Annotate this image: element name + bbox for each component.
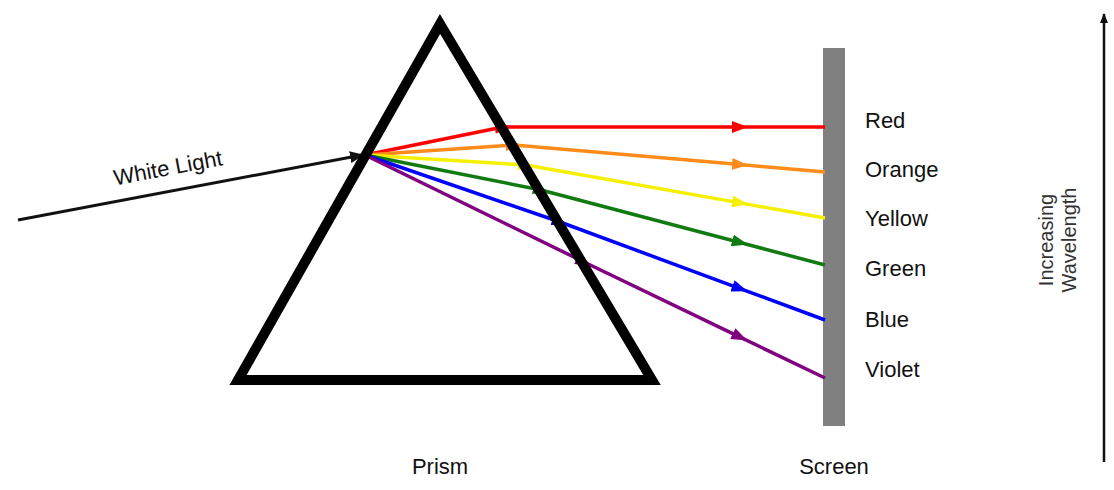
part-label: Screen <box>799 454 869 479</box>
screen <box>823 48 845 426</box>
color-label: Orange <box>865 157 938 182</box>
prism <box>238 24 652 380</box>
wavelength-arrow <box>1103 14 1106 462</box>
color-label: Red <box>865 108 905 133</box>
color-label: Green <box>865 256 926 281</box>
part-label: Prism <box>412 454 468 479</box>
color-label: Blue <box>865 307 909 332</box>
axis-label: Increasing Wavelength <box>1035 181 1081 299</box>
color-label: Yellow <box>865 206 928 231</box>
color-label: Violet <box>865 357 920 382</box>
spectrum-rays <box>365 127 825 378</box>
